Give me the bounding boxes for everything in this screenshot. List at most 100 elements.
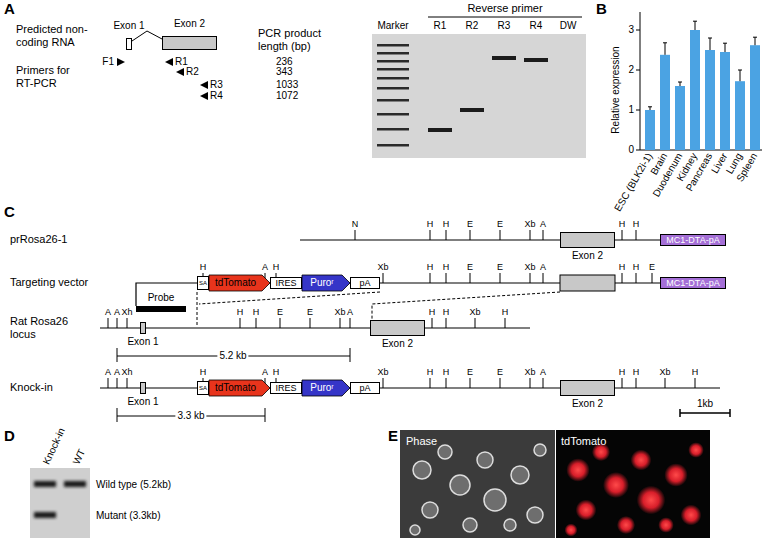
restriction-site: Xh bbox=[121, 307, 132, 318]
site-tick bbox=[652, 273, 653, 283]
restriction-site: H bbox=[633, 262, 640, 273]
colony bbox=[477, 452, 493, 468]
lane-label: DW bbox=[560, 20, 577, 32]
primer-arrow bbox=[200, 81, 208, 89]
site-tick bbox=[470, 273, 471, 283]
construct-lines bbox=[100, 240, 720, 388]
ladder-bands bbox=[377, 44, 409, 147]
site-tick bbox=[310, 318, 311, 328]
dna-line bbox=[100, 327, 530, 328]
restriction-site: Xb bbox=[377, 262, 388, 273]
error-bar bbox=[738, 70, 742, 81]
colony bbox=[688, 442, 704, 458]
restriction-site: H bbox=[429, 307, 436, 318]
site-tick bbox=[355, 230, 356, 240]
lane-label: R4 bbox=[530, 20, 543, 32]
row-label: Rat Rosa26 locus bbox=[10, 315, 85, 341]
image-label: Phase bbox=[406, 435, 437, 448]
axis-tick bbox=[636, 70, 640, 71]
bar bbox=[645, 110, 655, 150]
arrow-outline bbox=[302, 275, 350, 291]
primer-name: R1 bbox=[175, 56, 188, 68]
primer-name: F1 bbox=[102, 56, 114, 68]
restriction-site: E bbox=[467, 367, 473, 378]
blot-bands bbox=[34, 481, 86, 518]
node-text: IRES bbox=[275, 383, 296, 393]
restriction-site: H bbox=[427, 262, 434, 273]
bar bbox=[690, 30, 700, 150]
tick-label: 1 bbox=[628, 104, 634, 116]
cassette-box: MC1-DTA-pA bbox=[660, 234, 726, 246]
tick-label: 3 bbox=[628, 24, 634, 36]
restriction-site: H bbox=[443, 307, 450, 318]
exon-label: Exon 1 bbox=[127, 336, 158, 348]
note: Primers for RT-PCR bbox=[16, 64, 76, 90]
colony bbox=[410, 525, 420, 535]
node-text: SA bbox=[199, 280, 207, 287]
colony bbox=[565, 524, 578, 537]
size-label: 3.3 kb bbox=[175, 410, 206, 422]
gel-band bbox=[377, 144, 409, 147]
restriction-site: A bbox=[347, 307, 353, 318]
restriction-site: A bbox=[105, 307, 111, 318]
restriction-site: Xb bbox=[659, 367, 670, 378]
colony bbox=[527, 507, 543, 523]
product-size: 1072 bbox=[276, 90, 298, 102]
restriction-site: H bbox=[427, 367, 434, 378]
exon-box: Exon 2 bbox=[560, 232, 615, 248]
product-bands bbox=[428, 56, 548, 132]
colony bbox=[422, 502, 438, 518]
site-tick bbox=[256, 318, 257, 328]
site-tick bbox=[240, 318, 241, 328]
restriction-site: E bbox=[467, 262, 473, 273]
bar bbox=[675, 86, 685, 150]
node-text: IRES bbox=[275, 278, 296, 288]
site-tick bbox=[117, 378, 118, 388]
red-colonies bbox=[565, 442, 704, 536]
colony bbox=[504, 519, 516, 531]
primer-arrow bbox=[200, 92, 208, 100]
gene-arrow: tdTomato bbox=[209, 275, 270, 291]
site-tick bbox=[430, 273, 431, 283]
colony bbox=[617, 516, 635, 534]
node-text: Puroʳ bbox=[310, 277, 334, 289]
cassette-box: MC1-DTA-pA bbox=[660, 277, 726, 289]
colony bbox=[511, 466, 529, 484]
error-bar bbox=[648, 107, 652, 110]
bar bbox=[705, 50, 715, 150]
exon-label: Exon 2 bbox=[382, 338, 413, 350]
restriction-site: H bbox=[253, 307, 260, 318]
panel-letter: C bbox=[4, 203, 15, 221]
site-tick bbox=[695, 378, 696, 388]
category-label: ESC (BLK2i-1) bbox=[612, 151, 655, 214]
gel-heading: Reverse primer bbox=[467, 2, 542, 15]
axis-title: Relative expression bbox=[610, 46, 622, 133]
row-label: Targeting vector bbox=[10, 276, 88, 289]
arrow-outline bbox=[209, 380, 270, 396]
lane-label: Marker bbox=[377, 20, 408, 32]
gel-band bbox=[377, 68, 409, 71]
exon-box: Exon 2 bbox=[370, 320, 425, 336]
colony bbox=[631, 450, 652, 471]
size-bracket bbox=[117, 348, 350, 362]
element-box: pA bbox=[350, 277, 380, 289]
gel-band bbox=[492, 56, 516, 60]
panel-letter: E bbox=[388, 427, 398, 445]
lane-label: R2 bbox=[466, 20, 479, 32]
node-text: pA bbox=[359, 383, 370, 393]
error-bar bbox=[678, 82, 682, 86]
colony bbox=[576, 500, 597, 521]
site-tick bbox=[108, 318, 109, 328]
site-tick bbox=[430, 230, 431, 240]
error-bar bbox=[663, 43, 667, 55]
restriction-site: A bbox=[540, 219, 546, 230]
restriction-site: H bbox=[619, 262, 626, 273]
restriction-site: A bbox=[540, 262, 546, 273]
restriction-site: Xb bbox=[469, 307, 480, 318]
restriction-site: Xb bbox=[377, 367, 388, 378]
restriction-site: Xb bbox=[334, 307, 345, 318]
restriction-site: E bbox=[649, 262, 655, 273]
error-bar bbox=[723, 43, 727, 52]
site-tick bbox=[665, 378, 666, 388]
gene-arrow: tdTomato bbox=[209, 380, 270, 396]
